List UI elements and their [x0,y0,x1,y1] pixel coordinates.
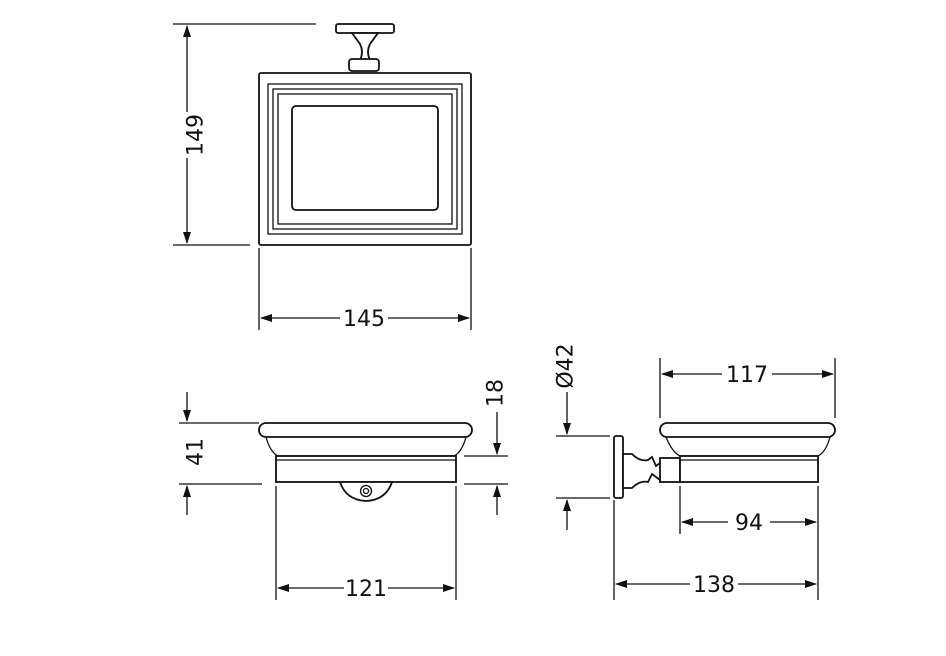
top-view-frame-outer [258,72,472,246]
side-view: Ø42 117 94 138 [554,343,836,600]
dim-front-height: 41 [184,438,209,466]
dim-side-diameter: Ø42 [554,343,579,388]
top-view-frame-inner-2 [272,88,458,230]
dim-top-height: 149 [184,114,209,156]
top-view-soap-recess [291,105,439,211]
top-view-frame-inner-1 [267,83,463,235]
top-view-frame-inner-3 [277,93,453,225]
side-view-dish-rim [659,422,836,438]
front-view-dish-rim [258,422,473,438]
dim-top-width: 145 [343,307,385,332]
top-view-knob [335,23,395,72]
top-view: 149 145 [173,23,472,332]
front-view: 41 18 121 [179,379,509,602]
dim-side-overall-width: 138 [693,573,735,598]
dim-side-inner-width: 94 [735,511,763,536]
dim-front-depth: 18 [484,379,509,407]
dim-front-width: 121 [345,577,387,602]
dim-side-top-width: 117 [726,363,768,388]
front-view-bracket [338,481,394,502]
side-view-wall-plate [613,435,624,499]
